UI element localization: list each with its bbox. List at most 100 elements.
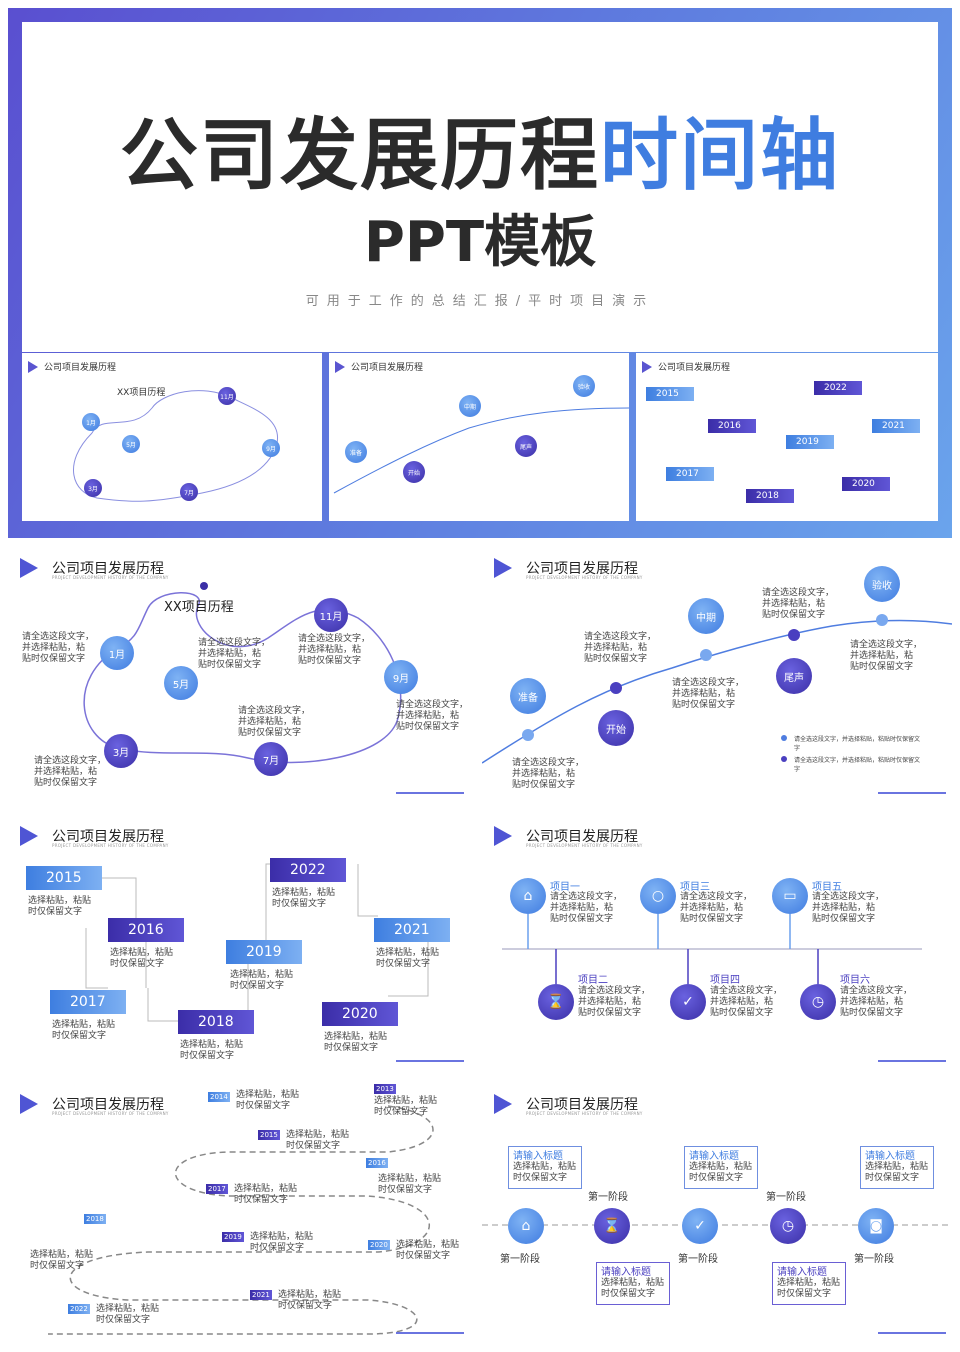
winding-road [48, 1105, 434, 1335]
footer-line [878, 1060, 946, 1062]
thumb-curve [73, 390, 278, 502]
text-block: 请全选这段文字，并选择粘贴，粘贴时仅保留文字 [812, 892, 885, 924]
hero-title: 公司发展历程时间轴 [119, 111, 841, 201]
footer-line [878, 1332, 946, 1334]
home-icon: ⌂ [508, 1208, 544, 1244]
thumbnail-rising-timeline[interactable]: 公司项目发展历程 准备 开始 中期 尾声 验收 [329, 353, 629, 521]
hero-title-card: 公司发展历程时间轴 PPT模板 可用于工作的总结汇报/平时项目演示 [22, 22, 938, 352]
thumb-month-5: 5月 [122, 435, 140, 453]
thumb-year-2019: 2019 [786, 435, 834, 449]
logo-icon [642, 361, 652, 373]
slide-curve-timeline[interactable]: 公司项目发展历程 PROJECT DEVELOPMENT HISTORY OF … [8, 548, 470, 800]
phase-label-4: 第一阶段 [766, 1192, 806, 1203]
slide-flag-road[interactable]: 公司项目发展历程 PROJECT DEVELOPMENT HISTORY OF … [8, 1084, 470, 1340]
text-block: 请全选这段文字，并选择粘贴，粘贴时仅保留文字 [550, 892, 623, 924]
flag-2019: 2019 [222, 1232, 244, 1242]
text-block: 请全选这段文字，并选择粘贴，粘贴时仅保留文字 [396, 700, 469, 732]
thumb-year-2016: 2016 [708, 419, 756, 433]
flag-2015: 2015 [258, 1130, 280, 1140]
logo-icon [20, 1094, 38, 1114]
flag-text: 选择粘贴，粘贴时仅保留文字 [374, 1096, 438, 1117]
flag-text: 选择粘贴，粘贴时仅保留文字 [30, 1250, 94, 1271]
legend-item-1: 请全选这段文字，并选择粘贴，粘贴时仅保留文字 [794, 736, 921, 752]
thumb-rising-line [333, 407, 629, 494]
thumb-year-2021: 2021 [872, 419, 920, 433]
slide-subtitle: PROJECT DEVELOPMENT HISTORY OF THE COMPA… [52, 1111, 169, 1116]
year-text: 选择粘贴，粘贴时仅保留文字 [324, 1032, 388, 1053]
slide-title: 公司项目发展历程 [52, 1097, 164, 1113]
phase-box-5: 请输入标题选择粘贴，粘贴时仅保留文字 [860, 1146, 934, 1189]
month-node-7: 7月 [254, 742, 288, 776]
thumb-heading: XX项目历程 [117, 388, 166, 398]
thumb-title: 公司项目发展历程 [351, 363, 424, 373]
thumb-year-2020: 2020 [842, 477, 890, 491]
curve-heading: XX项目历程 [164, 600, 234, 615]
lightbulb-icon: ○ [640, 878, 676, 914]
stage-mid: 中期 [688, 598, 724, 634]
project-label-4: 项目四 [710, 975, 740, 986]
clock-icon: ◷ [800, 984, 836, 1020]
clock-icon: ◷ [770, 1208, 806, 1244]
year-text: 选择粘贴，粘贴时仅保留文字 [110, 948, 174, 969]
text-block: 请全选这段文字，并选择粘贴，粘贴时仅保留文字 [298, 634, 371, 666]
phase-box-1: 请输入标题选择粘贴，粘贴时仅保留文字 [508, 1146, 582, 1189]
thumb-month-11: 11月 [218, 387, 236, 405]
logo-icon [20, 558, 38, 578]
text-block: 请全选这段文字，并选择粘贴，粘贴时仅保留文字 [198, 638, 271, 670]
phase-label-5: 第一阶段 [854, 1254, 894, 1265]
slide-subtitle: PROJECT DEVELOPMENT HISTORY OF THE COMPA… [526, 575, 643, 580]
thumb-month-9: 9月 [262, 439, 280, 457]
year-text: 选择粘贴，粘贴时仅保留文字 [376, 948, 440, 969]
camera-icon: ◙ [858, 1208, 894, 1244]
flag-2013: 2013 [374, 1084, 396, 1094]
slide-rising-timeline[interactable]: 公司项目发展历程 PROJECT DEVELOPMENT HISTORY OF … [482, 548, 952, 800]
phase-label-2: 第一阶段 [588, 1192, 628, 1203]
project-axis [502, 914, 922, 984]
slide-year-blocks[interactable]: 公司项目发展历程 PROJECT DEVELOPMENT HISTORY OF … [8, 816, 470, 1068]
text-block: 请全选这段文字，并选择粘贴，粘贴时仅保留文字 [680, 892, 753, 924]
thumb-title: 公司项目发展历程 [44, 363, 117, 373]
thumb-month-3: 3月 [84, 479, 102, 497]
logo-icon [335, 361, 345, 373]
slide-phase-timeline[interactable]: 公司项目发展历程 PROJECT DEVELOPMENT HISTORY OF … [482, 1084, 952, 1340]
year-text: 选择粘贴，粘贴时仅保留文字 [28, 896, 92, 917]
stage-prepare: 准备 [510, 678, 546, 714]
month-node-11: 11月 [314, 598, 348, 632]
slide-subtitle: PROJECT DEVELOPMENT HISTORY OF THE COMPA… [52, 575, 169, 580]
project-label-2: 项目二 [578, 975, 608, 986]
flag-text: 选择粘贴，粘贴时仅保留文字 [378, 1174, 442, 1195]
rising-line [482, 614, 952, 764]
phase-box-2: 请输入标题选择粘贴，粘贴时仅保留文字 [596, 1262, 670, 1305]
flag-2021: 2021 [250, 1290, 272, 1300]
footer-line [396, 792, 464, 794]
slide-title: 公司项目发展历程 [52, 561, 164, 577]
clipboard-icon: ✓ [670, 984, 706, 1020]
slide-project-timeline[interactable]: 公司项目发展历程 PROJECT DEVELOPMENT HISTORY OF … [482, 816, 952, 1068]
flag-text: 选择粘贴，粘贴时仅保留文字 [96, 1304, 160, 1325]
year-2018: 2018 [178, 1010, 254, 1034]
logo-icon [494, 1094, 512, 1114]
slide-title: 公司项目发展历程 [526, 829, 638, 845]
text-block: 请全选这段文字，并选择粘贴，粘贴时仅保留文字 [850, 640, 923, 672]
thumb-year-2015: 2015 [646, 387, 694, 401]
year-text: 选择粘贴，粘贴时仅保留文字 [52, 1020, 116, 1041]
year-connectors [85, 863, 429, 1022]
slide-subtitle: PROJECT DEVELOPMENT HISTORY OF THE COMPA… [526, 843, 643, 848]
flag-2020: 2020 [368, 1240, 390, 1250]
thumb-year-2018: 2018 [746, 489, 794, 503]
thumb-month-1: 1月 [82, 413, 100, 431]
thumb-stage-end: 尾声 [515, 435, 537, 457]
legend-item-2: 请全选这段文字，并选择粘贴，粘贴时仅保留文字 [794, 757, 921, 773]
flag-2017: 2017 [206, 1184, 228, 1194]
thumbnail-year-blocks[interactable]: 公司项目发展历程 2015 2016 2017 2018 2019 2022 2… [636, 353, 938, 521]
logo-icon [28, 361, 38, 373]
clipboard-icon: ✓ [682, 1208, 718, 1244]
slide-title: 公司项目发展历程 [526, 561, 638, 577]
hero-subtitle: PPT模板 [363, 210, 597, 275]
thumb-stage-mid: 中期 [459, 395, 481, 417]
text-block: 请全选这段文字，并选择粘贴，粘贴时仅保留文字 [512, 758, 585, 790]
flag-text: 选择粘贴，粘贴时仅保留文字 [396, 1240, 460, 1261]
thumbnail-curve-timeline[interactable]: 公司项目发展历程 XX项目历程 1月 5月 3月 11月 7月 9月 [22, 353, 322, 521]
year-text: 选择粘贴，粘贴时仅保留文字 [230, 970, 294, 991]
footer-line [396, 1332, 464, 1334]
